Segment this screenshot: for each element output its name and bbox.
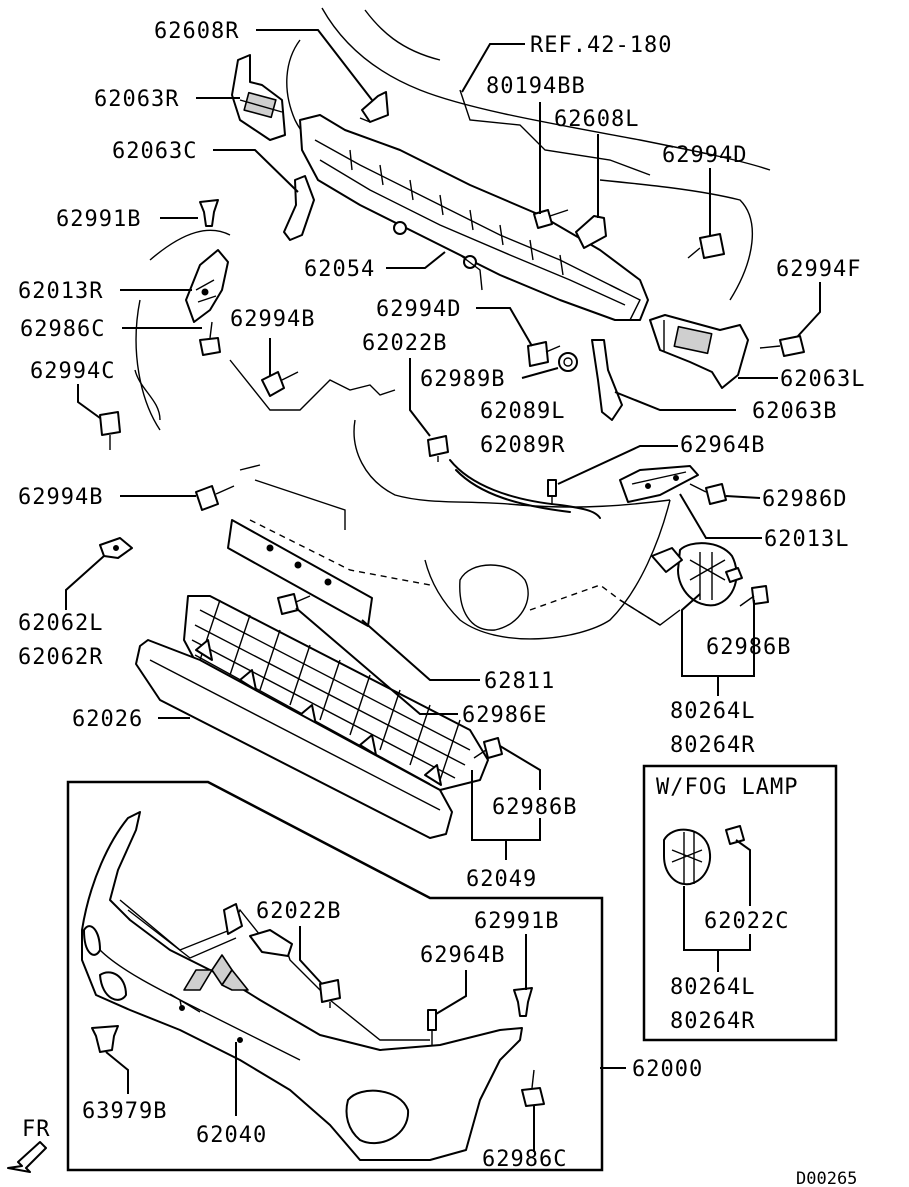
bracket-62013L bbox=[619, 465, 699, 503]
clip-63979B bbox=[91, 1025, 119, 1053]
label-62026: 62026 bbox=[72, 707, 143, 732]
bracket-62608L bbox=[575, 215, 607, 249]
label-80264L-inset: 80264L bbox=[670, 975, 755, 1000]
label-80264L-main: 80264L bbox=[670, 699, 755, 724]
bracket-62608R bbox=[359, 91, 389, 123]
label-62986E: 62986E bbox=[462, 703, 547, 728]
drawing-code: D00265 bbox=[796, 1169, 857, 1187]
label-62063B: 62063B bbox=[752, 399, 837, 424]
license-plate-bracket-62811 bbox=[227, 519, 373, 627]
label-62994F: 62994F bbox=[776, 257, 861, 282]
clip-62991B-top bbox=[199, 199, 219, 227]
label-62022C: 62022C bbox=[704, 909, 789, 934]
bolt-62994F bbox=[759, 335, 805, 357]
label-62089R: 62089R bbox=[480, 433, 565, 458]
label-62013L: 62013L bbox=[764, 527, 849, 552]
label-62608R: 62608R bbox=[154, 19, 239, 44]
nut-62989B bbox=[558, 352, 578, 372]
label-62994B-lower: 62994B bbox=[18, 485, 103, 510]
label-62089L: 62089L bbox=[480, 399, 565, 424]
screw-62986B-grille bbox=[473, 737, 503, 759]
label-62991B-top: 62991B bbox=[56, 207, 141, 232]
clip-62022B-upper bbox=[427, 435, 449, 462]
label-62049: 62049 bbox=[466, 867, 537, 892]
screw-62986C-left bbox=[199, 321, 221, 356]
pin-62964B-upper bbox=[547, 479, 557, 505]
label-80264R-inset: 80264R bbox=[670, 1009, 755, 1034]
label-62040: 62040 bbox=[196, 1123, 267, 1148]
pin-62964B-cover bbox=[427, 1009, 437, 1046]
fog-lamp-inset bbox=[642, 764, 838, 1042]
label-62062R: 62062R bbox=[18, 645, 103, 670]
leader-lines bbox=[65, 29, 821, 1152]
label-80264R-main: 80264R bbox=[670, 733, 755, 758]
label-62994B-upper: 62994B bbox=[230, 307, 315, 332]
bracket-62062 bbox=[99, 537, 133, 559]
label-fog-lamp-title: W/FOG LAMP bbox=[656, 775, 798, 800]
seal-62089R bbox=[449, 459, 601, 519]
bracket-62063L bbox=[649, 314, 749, 389]
label-62964B-cover: 62964B bbox=[420, 943, 505, 968]
label-62054: 62054 bbox=[304, 257, 375, 282]
screw-62986D bbox=[689, 483, 727, 505]
grille-62049 bbox=[183, 595, 489, 791]
label-62986C-left: 62986C bbox=[20, 317, 105, 342]
label-62986D: 62986D bbox=[762, 487, 847, 512]
screw-62986E bbox=[277, 593, 311, 615]
bumper-reinforcement-62054 bbox=[299, 114, 649, 321]
label-80194BB: 80194BB bbox=[486, 74, 586, 99]
label-62811: 62811 bbox=[484, 669, 555, 694]
bracket-62013R bbox=[185, 249, 229, 323]
label-62986C-cover: 62986C bbox=[482, 1147, 567, 1172]
label-62994D-upper: 62994D bbox=[662, 143, 747, 168]
label-63979B: 63979B bbox=[82, 1099, 167, 1124]
bolt-62994D-lower bbox=[527, 341, 561, 367]
label-62062L: 62062L bbox=[18, 611, 103, 636]
label-62994C: 62994C bbox=[30, 359, 115, 384]
vehicle-body-outline bbox=[134, 7, 771, 640]
label-62013R: 62013R bbox=[18, 279, 103, 304]
bolt-62994B-upper bbox=[261, 371, 299, 397]
label-62986B-grille: 62986B bbox=[492, 795, 577, 820]
label-62964B-upper: 62964B bbox=[680, 433, 765, 458]
screw-62986B-upper bbox=[739, 585, 769, 607]
label-62986B-upper: 62986B bbox=[706, 635, 791, 660]
label-62022B-cover: 62022B bbox=[256, 899, 341, 924]
bumper-cover-62000 bbox=[66, 780, 604, 1172]
bolt-62994B-lower bbox=[195, 485, 235, 511]
screw-80194BB bbox=[533, 209, 569, 229]
lower-strip-62026 bbox=[135, 639, 453, 839]
label-62063L: 62063L bbox=[780, 367, 865, 392]
label-62994D-lower: 62994D bbox=[376, 297, 461, 322]
label-62000: 62000 bbox=[632, 1057, 703, 1082]
stay-62063C bbox=[283, 175, 315, 241]
label-62063C: 62063C bbox=[112, 139, 197, 164]
bolt-62994C bbox=[99, 411, 121, 450]
clip-62022B-cover bbox=[319, 979, 341, 1008]
label-fr: FR bbox=[22, 1117, 51, 1142]
fog-lamp-80264-main bbox=[651, 542, 743, 607]
part-labels: 62608R REF.42-180 80194BB 62063R 62608L … bbox=[18, 19, 865, 1187]
label-62991B-cover: 62991B bbox=[474, 909, 559, 934]
label-62989B: 62989B bbox=[420, 367, 505, 392]
stay-62063B bbox=[591, 339, 623, 421]
screw-62986C-cover bbox=[521, 1069, 545, 1107]
clip-62991B-cover bbox=[513, 987, 533, 1017]
front-direction-arrow bbox=[7, 1141, 47, 1173]
label-ref-42-180: REF.42-180 bbox=[530, 33, 672, 58]
bracket-62063R bbox=[231, 54, 286, 141]
label-62063R: 62063R bbox=[94, 87, 179, 112]
bolt-62994D-upper bbox=[687, 233, 725, 259]
label-62608L: 62608L bbox=[554, 107, 639, 132]
label-62022B-upper: 62022B bbox=[362, 331, 447, 356]
